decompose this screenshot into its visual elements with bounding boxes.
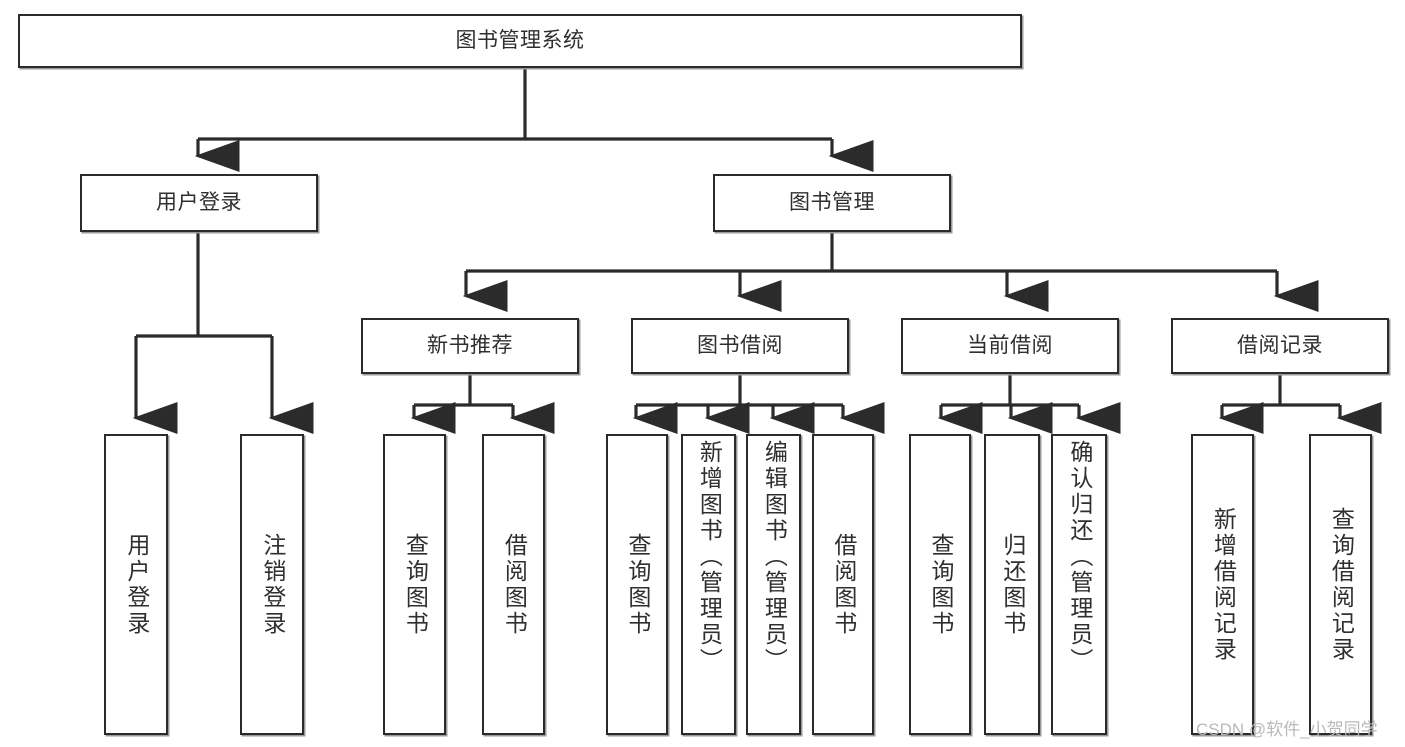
- node-leaf-borrow-book-recommend[interactable]: 借阅图书: [482, 434, 545, 735]
- node-label: 查询借阅记录: [1328, 506, 1355, 663]
- node-new-book-recommend[interactable]: 新书推荐: [361, 318, 579, 374]
- node-leaf-edit-book-admin[interactable]: 编辑图书（管理员）: [746, 434, 801, 735]
- node-label: 用户登录: [156, 191, 242, 215]
- node-label: 用户登录: [123, 532, 150, 637]
- node-label: 新增借阅记录: [1210, 506, 1237, 663]
- node-label: 查询图书: [402, 532, 429, 637]
- node-leaf-query-book-borrow[interactable]: 查询图书: [606, 434, 668, 735]
- node-label: 归还图书: [999, 532, 1026, 637]
- node-label: 借阅图书: [830, 532, 857, 637]
- node-leaf-add-book-admin[interactable]: 新增图书（管理员）: [681, 434, 736, 735]
- node-user-login[interactable]: 用户登录: [80, 174, 318, 232]
- node-label: 图书管理: [789, 191, 875, 215]
- node-leaf-query-borrow-record[interactable]: 查询借阅记录: [1309, 434, 1372, 735]
- node-leaf-add-borrow-record[interactable]: 新增借阅记录: [1191, 434, 1254, 735]
- node-leaf-confirm-return-admin[interactable]: 确认归还（管理员）: [1051, 434, 1107, 735]
- node-leaf-return-book[interactable]: 归还图书: [984, 434, 1040, 735]
- node-leaf-user-login[interactable]: 用户登录: [104, 434, 168, 735]
- node-label: 查询图书: [624, 532, 651, 637]
- node-root-book-management-system[interactable]: 图书管理系统: [18, 14, 1022, 68]
- node-leaf-query-book-recommend[interactable]: 查询图书: [383, 434, 446, 735]
- node-book-borrow[interactable]: 图书借阅: [631, 318, 849, 374]
- node-label: 图书管理系统: [455, 29, 585, 53]
- node-label: 查询图书: [927, 532, 954, 637]
- node-label: 确认归还（管理员）: [1066, 440, 1093, 674]
- node-label: 注销登录: [259, 532, 286, 637]
- node-label: 新增图书（管理员）: [696, 440, 723, 674]
- node-label: 借阅图书: [501, 532, 528, 637]
- node-leaf-borrow-book[interactable]: 借阅图书: [812, 434, 874, 735]
- node-label: 编辑图书（管理员）: [761, 440, 788, 674]
- node-leaf-logout[interactable]: 注销登录: [240, 434, 304, 735]
- node-book-management[interactable]: 图书管理: [713, 174, 951, 232]
- node-borrow-record[interactable]: 借阅记录: [1171, 318, 1389, 374]
- node-label: 图书借阅: [697, 334, 783, 358]
- node-label: 新书推荐: [427, 334, 513, 358]
- node-leaf-query-book-current[interactable]: 查询图书: [909, 434, 971, 735]
- node-label: 借阅记录: [1237, 334, 1323, 358]
- node-current-borrow[interactable]: 当前借阅: [901, 318, 1119, 374]
- node-label: 当前借阅: [967, 334, 1053, 358]
